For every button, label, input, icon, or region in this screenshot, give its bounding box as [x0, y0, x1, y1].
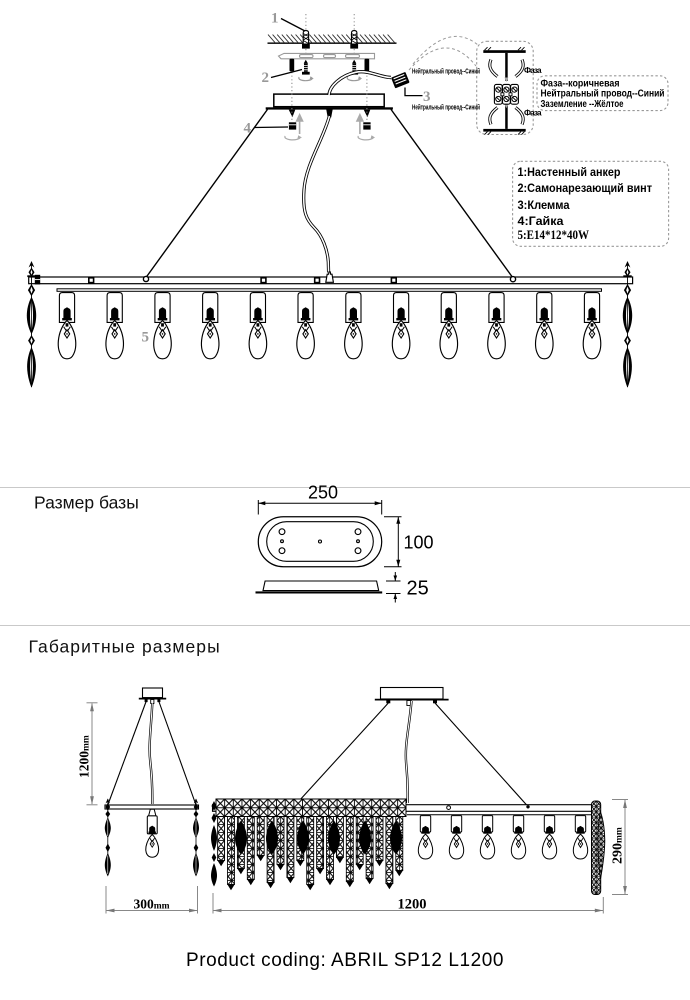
svg-text:2:Самонарезающий винт: 2:Самонарезающий винт: [518, 181, 653, 195]
svg-text:1:Настенный анкер: 1:Настенный анкер: [518, 165, 621, 179]
svg-text:25: 25: [407, 577, 429, 599]
svg-text:Нейтральный провод--Синий: Нейтральный провод--Синий: [412, 102, 480, 111]
svg-text:1: 1: [271, 11, 279, 27]
svg-text:Фаза: Фаза: [524, 66, 542, 75]
svg-text:Размер базы: Размер базы: [34, 493, 139, 513]
svg-text:5: 5: [142, 330, 150, 346]
svg-text:Заземление --Жёлтое: Заземление --Жёлтое: [541, 99, 624, 110]
svg-text:Фаза: Фаза: [524, 109, 542, 118]
svg-text:Габаритные размеры: Габаритные размеры: [29, 637, 221, 657]
svg-text:4:Гайка: 4:Гайка: [518, 214, 564, 228]
svg-text:Нейтральный провод--Синий: Нейтральный провод--Синий: [412, 66, 480, 75]
svg-text:4: 4: [244, 121, 252, 137]
svg-text:Product coding: ABRIL SP12 L12: Product coding: ABRIL SP12 L1200: [186, 950, 504, 971]
svg-text:1200: 1200: [398, 897, 427, 913]
svg-text:Нейтральный провод--Синий: Нейтральный провод--Синий: [541, 89, 665, 100]
svg-text:3: 3: [423, 89, 431, 105]
svg-text:3:Клемма: 3:Клемма: [518, 198, 570, 212]
svg-text:2: 2: [262, 70, 270, 86]
svg-text:5:E14*12*40W: 5:E14*12*40W: [518, 228, 590, 242]
svg-text:Фаза--коричневая: Фаза--коричневая: [541, 79, 620, 90]
svg-text:250: 250: [308, 483, 338, 503]
svg-text:100: 100: [404, 532, 434, 552]
svg-text:290mm: 290mm: [611, 827, 626, 864]
